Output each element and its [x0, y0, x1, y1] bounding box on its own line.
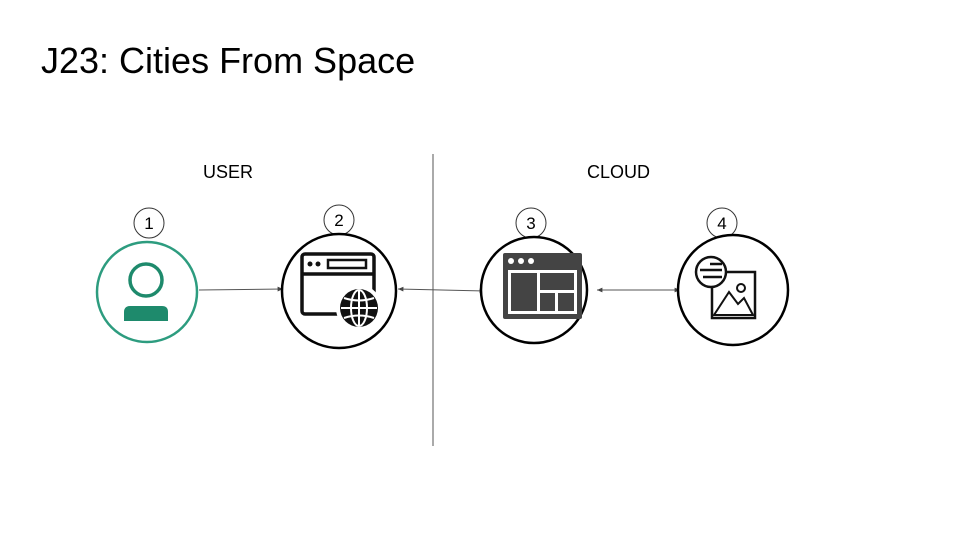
user-icon — [124, 262, 168, 321]
web-browser-globe-icon — [300, 252, 382, 331]
image-storage-icon — [694, 255, 757, 320]
node-1-user: 1 — [95, 207, 199, 344]
connector-2-3 — [397, 286, 486, 294]
slide-title: J23: Cities From Space — [41, 40, 416, 81]
node-2-circle — [280, 232, 398, 350]
step-number-4: 4 — [717, 214, 726, 233]
section-label-cloud: CLOUD — [587, 162, 651, 182]
step-number-badge-4: 4 — [706, 207, 738, 239]
step-number-1: 1 — [144, 214, 153, 233]
node-1-circle — [95, 240, 199, 344]
step-number-badge-3: 3 — [515, 207, 547, 239]
connector-1-2 — [198, 286, 284, 292]
web-app-layout-icon — [503, 253, 582, 319]
step-number-badge-1: 1 — [133, 207, 165, 239]
step-number-2: 2 — [334, 211, 343, 230]
step-number-3: 3 — [526, 214, 535, 233]
node-4-image-storage: 4 — [676, 207, 790, 347]
section-label-user: USER — [203, 162, 254, 182]
step-number-badge-2: 2 — [323, 204, 355, 236]
node-2-browser: 2 — [280, 204, 398, 350]
node-3-web-app: 3 — [479, 207, 589, 345]
